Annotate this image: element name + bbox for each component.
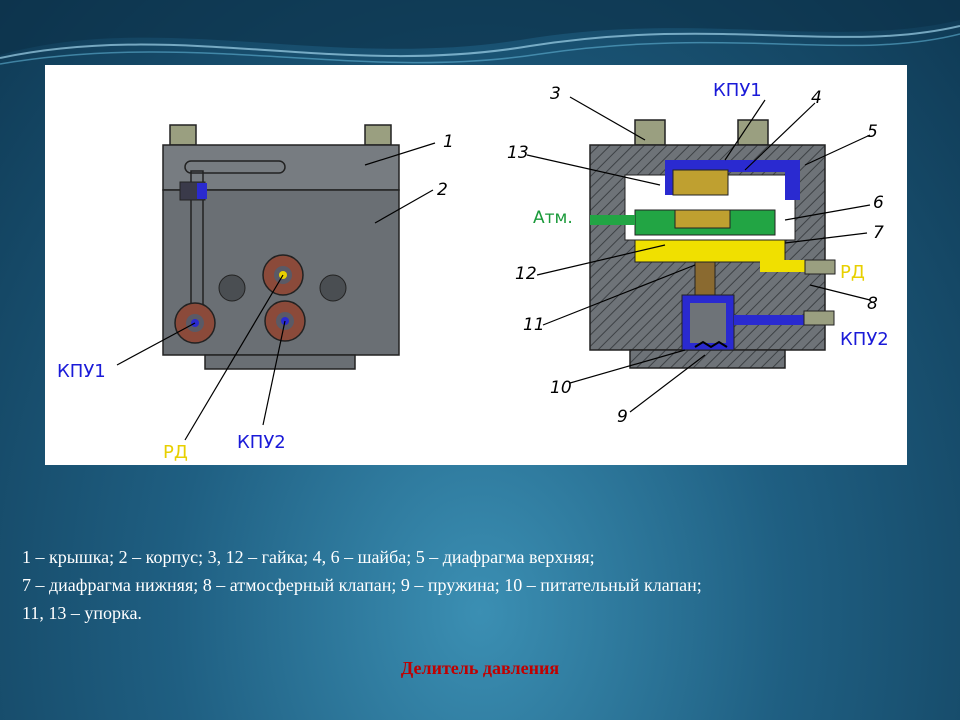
callout-6: 6 xyxy=(873,193,884,213)
callout-3: 3 xyxy=(550,84,561,104)
chamber-rd xyxy=(634,239,786,263)
callout-13: 13 xyxy=(507,143,529,163)
legend-line: 11, 13 – упорка. xyxy=(22,603,142,623)
bolt-left xyxy=(169,124,197,146)
label-kpu1-section: КПУ1 xyxy=(713,80,762,101)
housing-base xyxy=(204,354,356,370)
nut-13 xyxy=(672,169,729,196)
bolt-right xyxy=(364,124,392,146)
slide-title: Делитель давления xyxy=(400,658,560,678)
callout-1: 1 xyxy=(443,132,454,152)
channel-kpu1 xyxy=(670,160,800,172)
section-view: 3 4 5 6 7 8 9 10 11 12 13 КПУ1 Атм. РД К… xyxy=(507,80,889,427)
label-kpu2-section: КПУ2 xyxy=(840,329,889,350)
callout-11: 11 xyxy=(523,315,545,335)
mounting-hole-right xyxy=(319,274,347,302)
label-kpu1-left: КПУ1 xyxy=(57,361,106,382)
pressure-divider-diagram: 1 2 КПУ1 РД КПУ2 xyxy=(57,80,889,463)
label-atm-section: Атм. xyxy=(533,208,573,228)
header-wave-decoration xyxy=(0,0,960,65)
callout-4: 4 xyxy=(811,88,822,108)
callout-10: 10 xyxy=(550,378,572,398)
callout-8: 8 xyxy=(867,294,878,314)
spring-9 xyxy=(694,340,728,349)
legend-line: 7 – диафрагма нижняя; 8 – атмосферный кл… xyxy=(22,575,702,595)
callout-5: 5 xyxy=(867,122,878,142)
callout-12: 12 xyxy=(515,264,537,284)
legend-line: 1 – крышка; 2 – корпус; 3, 12 – гайка; 4… xyxy=(22,547,595,567)
label-kpu2-left: КПУ2 xyxy=(237,432,286,453)
diagram-panel: 1 2 КПУ1 РД КПУ2 xyxy=(45,65,907,465)
callout-2: 2 xyxy=(437,180,448,200)
label-rd-left: РД xyxy=(163,442,188,463)
parts-legend: 1 – крышка; 2 – корпус; 3, 12 – гайка; 4… xyxy=(22,543,947,627)
label-rd-section: РД xyxy=(840,262,865,283)
callout-9: 9 xyxy=(617,407,628,427)
mounting-hole-left xyxy=(218,274,246,302)
external-view: 1 2 КПУ1 РД КПУ2 xyxy=(57,124,454,463)
callout-7: 7 xyxy=(873,223,884,243)
